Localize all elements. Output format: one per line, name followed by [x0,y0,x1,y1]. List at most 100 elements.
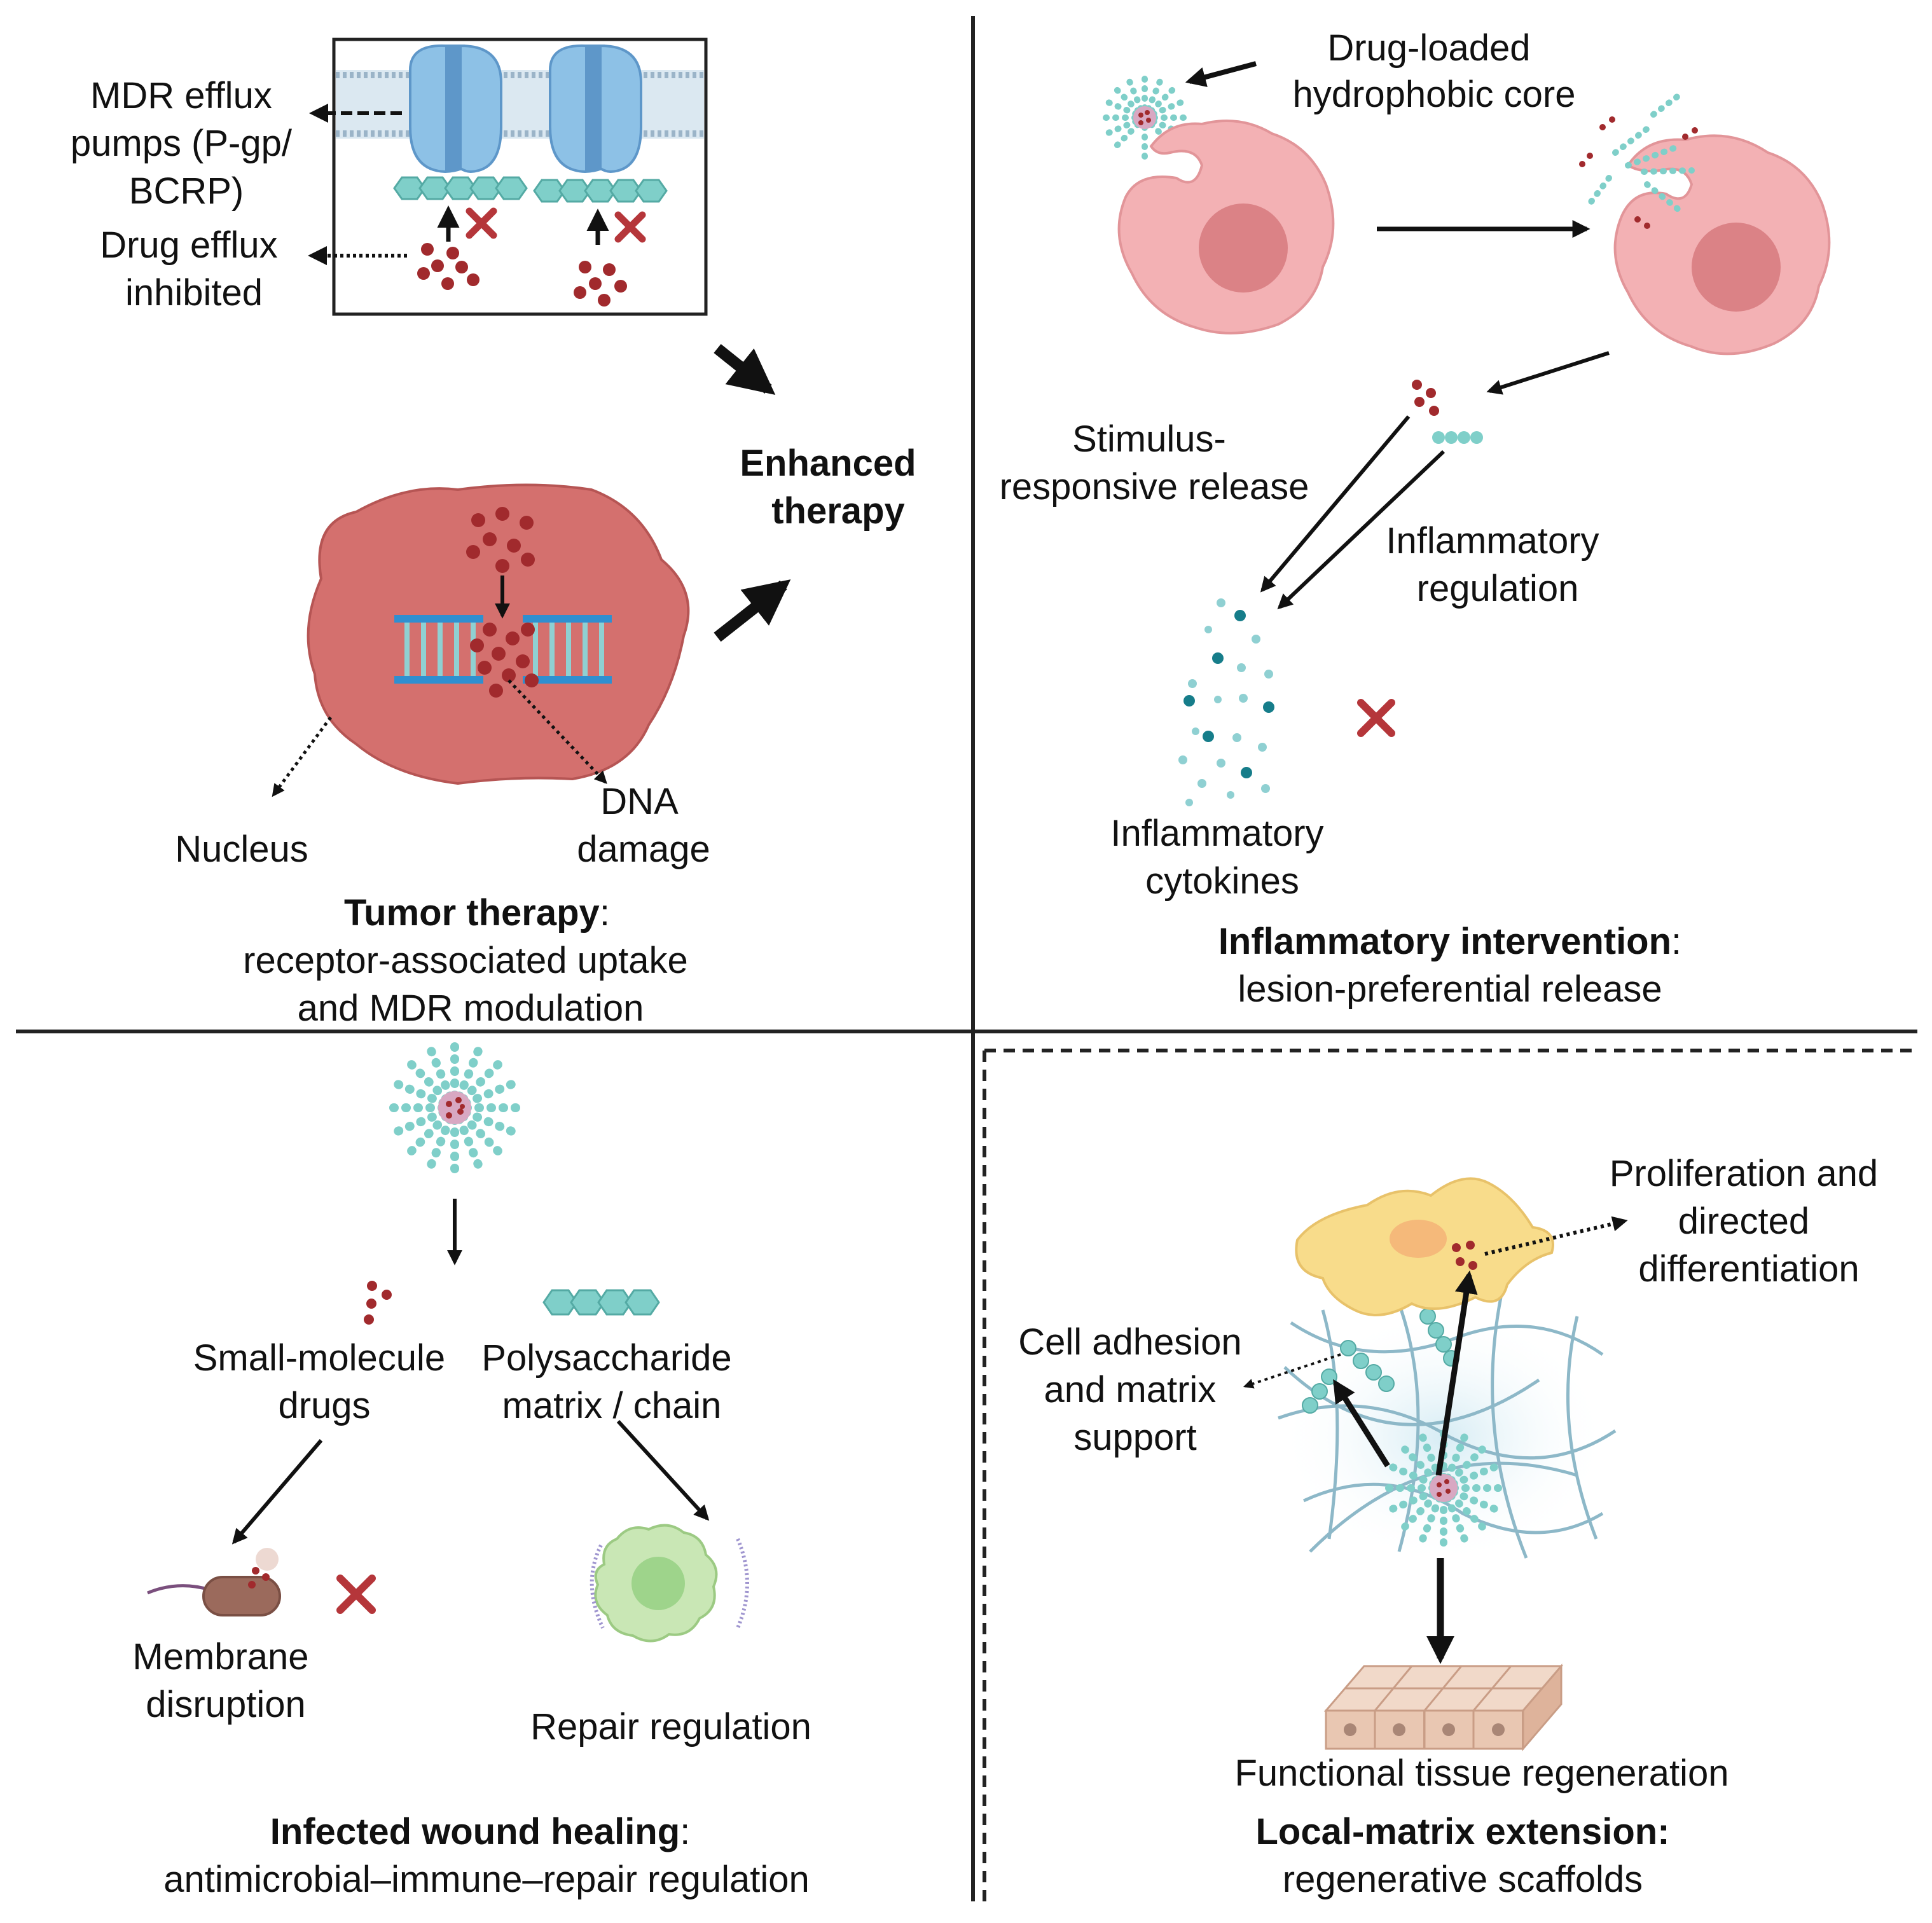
drug-dots [466,507,539,698]
cross-icon [466,207,646,243]
svg-text:DNA damage: DNA damage [577,781,710,870]
tumor-title: Tumor therapy: [344,892,610,934]
efflux-label-line1: Drug efflux [100,224,277,266]
svg-text:receptor-associated uptake: receptor-associated uptake and MDR modul… [243,940,698,1029]
svg-text:Polysaccharide matrix /: Polysaccharide matrix / chain [481,1337,742,1426]
to-repair-arrow [616,1419,710,1521]
quadrant-dividers [16,16,1917,1901]
svg-text:Cell adhesion and matrix: Cell adhesion and matrix support [1018,1321,1252,1458]
to-membrane-arrow [231,1439,323,1545]
dna-label-line2: damage [577,829,710,870]
stimulus-label-line1: Stimulus- [1072,418,1226,460]
cross-icon-inflammation [1357,699,1395,737]
cytokines-label-line2: cytokines [1145,860,1299,902]
regeneration-label: Functional tissue regeneration [1234,1753,1728,1794]
macrophage-icon [1117,120,1335,334]
tumor-title-bold: Tumor therapy [344,892,600,934]
membrane-line1: Membrane [132,1636,308,1678]
wound-subtitle: antimicrobial–immune–repair regulation [163,1859,810,1900]
cytokines-label-line1: Inflammatory [1110,813,1323,854]
arrow-down-right [714,343,776,395]
efflux-label-line2: inhibited [125,272,263,314]
cytokines-icon [1178,598,1274,806]
polysaccharide-line2: matrix / chain [502,1385,722,1426]
mdr-label-line1: MDR efflux [90,75,272,116]
tumor-panel: MDR efflux pumps (P-gp/ BCRP) Drug efflu… [71,38,710,1029]
proliferation-leader [1484,1216,1628,1256]
tumor-subtitle-line2: and MDR modulation [298,988,644,1029]
regulation-arrow [1277,450,1446,610]
small-drug-dots [364,1281,392,1325]
repair-cell-icon [590,1524,749,1643]
tumor-cell-icon [307,483,690,785]
svg-text:Membrane disruption: Membrane disruption [132,1636,319,1725]
micelle-icon-wound [387,1040,523,1176]
svg-text:Drug-loaded hydrophobic: Drug-loaded hydrophobic core [1293,27,1576,115]
wound-title: Infected wound healing: [270,1811,691,1852]
proliferation-line1: Proliferation and [1610,1153,1878,1194]
enhanced-therapy: Enhanced therapy [714,343,926,642]
adhesion-line2: and matrix [1044,1369,1217,1410]
inflammation-panel: Drug-loaded hydrophobic core [1000,27,1831,1010]
tumor-subtitle-line1: receptor-associated uptake [243,940,688,981]
matrix-subtitle: regenerative scaffolds [1283,1859,1643,1900]
micelle-to-matrix-arrow [1333,1379,1390,1468]
polysaccharide-hexagons [542,1289,660,1316]
inflammation-title-bold: Inflammatory intervention [1218,921,1671,962]
wound-title-bold: Infected wound healing [270,1811,680,1852]
inflammation-subtitle: lesion-preferential release [1238,968,1662,1010]
nucleus-label: Nucleus [175,829,308,870]
inflammation-title: Inflammatory intervention: [1218,921,1681,962]
core-leader [1185,61,1257,87]
svg-text:Drug efflux inhibited: Drug efflux inhibited [100,224,288,314]
regulation-label-line1: Inflammatory [1386,520,1599,562]
mdr-label-line2: pumps (P-gp/ [71,123,293,164]
tumor-title-rest: : [600,892,610,934]
regulation-label-line2: regulation [1417,568,1579,609]
released-drug-dots [1412,380,1439,416]
repair-label: Repair regulation [530,1706,811,1747]
small-molecule-line1: Small-molecule [193,1337,445,1379]
adhesion-line1: Cell adhesion [1018,1321,1241,1363]
svg-text:Proliferation and direct: Proliferation and directed differentiati… [1610,1153,1889,1290]
dna-leader [507,679,607,784]
arrow-up-right [714,579,791,642]
membrane-pump-icon [332,38,708,316]
stimulus-label-line2: responsive release [1000,466,1309,507]
wound-panel: Small-molecule drugs Polysaccharide matr… [132,1040,811,1900]
svg-text:MDR efflux pumps (P-gp/: MDR efflux pumps (P-gp/ BCRP) [71,75,302,212]
dna-icon [394,615,612,684]
svg-text:Inflammatory cytokines: Inflammatory cytokines [1110,813,1334,902]
svg-text:Stimulus- responsive rel: Stimulus- responsive release [1000,418,1309,507]
nucleus-leader [272,716,333,797]
svg-text:Small-molecule drugs: Small-molecule drugs [193,1337,456,1426]
stimulus-arrow [1260,415,1411,593]
proliferation-line3: differentiation [1638,1248,1859,1290]
svg-text:Enhanced therapy: Enhanced therapy [740,443,926,532]
adhesion-leader [1243,1353,1341,1389]
bacterium-icon [147,1548,281,1616]
enhanced-label-line1: Enhanced [740,443,916,484]
mdr-label-line3: BCRP) [129,170,244,212]
matrix-title: Local-matrix extension: [1255,1811,1669,1852]
tissue-icon [1323,1663,1564,1752]
micelle-icon [1094,67,1196,169]
cross-icon-wound [336,1575,376,1614]
membrane-line2: disruption [146,1684,305,1725]
micelle-to-cell-arrow [1435,1270,1478,1476]
wound-title-rest: : [680,1811,690,1852]
adhesion-line3: support [1073,1417,1196,1458]
polysaccharide-line1: Polysaccharide [481,1337,731,1379]
matrix-panel: Proliferation and directed differentiati… [1018,1153,1889,1900]
release-arrow [1486,351,1610,395]
core-label-line1: Drug-loaded [1327,27,1530,69]
enhanced-label-line2: therapy [771,490,905,532]
svg-text:Inflammatory regulation: Inflammatory regulation [1386,520,1609,609]
small-molecule-line2: drugs [278,1385,370,1426]
inflammation-title-rest: : [1671,921,1681,962]
proliferation-line2: directed [1678,1201,1809,1242]
core-label-line2: hydrophobic core [1293,74,1576,115]
released-beads [1432,431,1483,444]
stem-cell-icon [1295,1177,1554,1316]
macrophage-icon-2 [1579,92,1831,355]
